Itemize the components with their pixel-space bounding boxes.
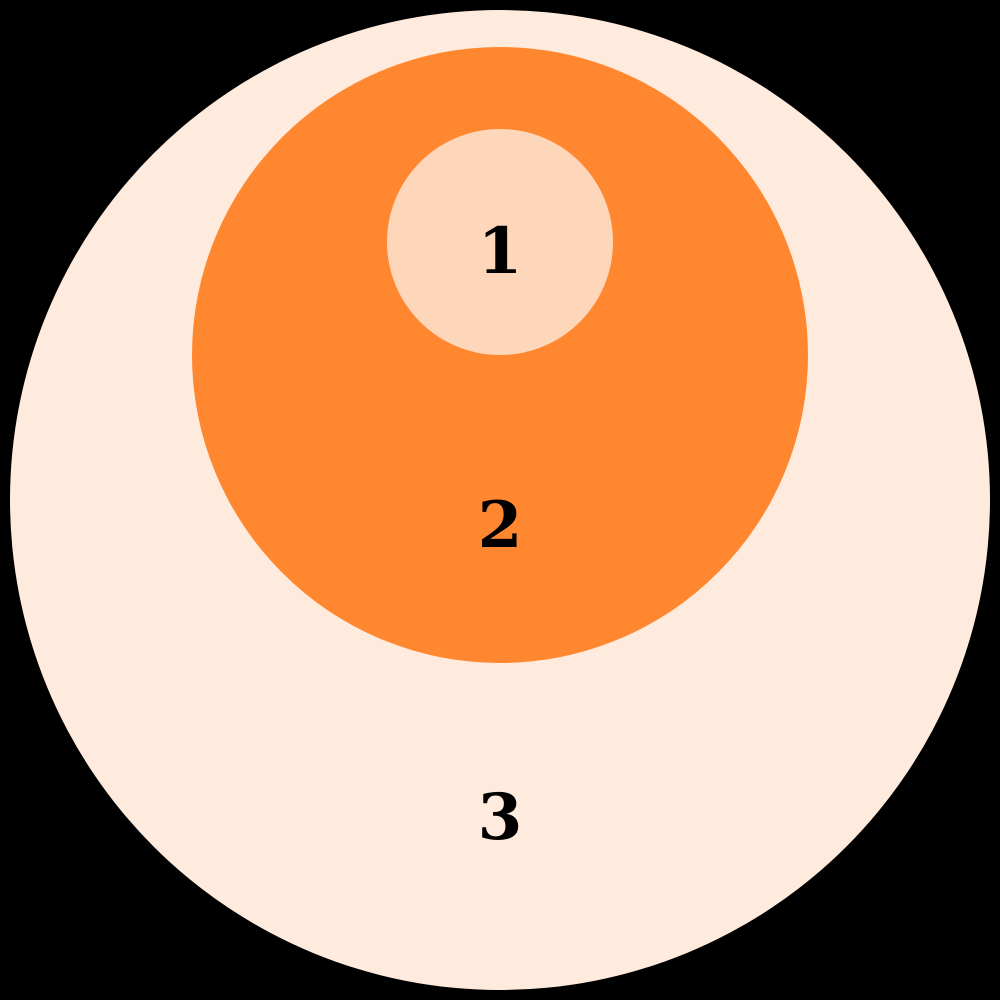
label-2: 2: [477, 488, 523, 563]
inner-circle-1: [387, 129, 613, 355]
label-1: 1: [477, 214, 523, 289]
label-3: 3: [477, 780, 523, 855]
